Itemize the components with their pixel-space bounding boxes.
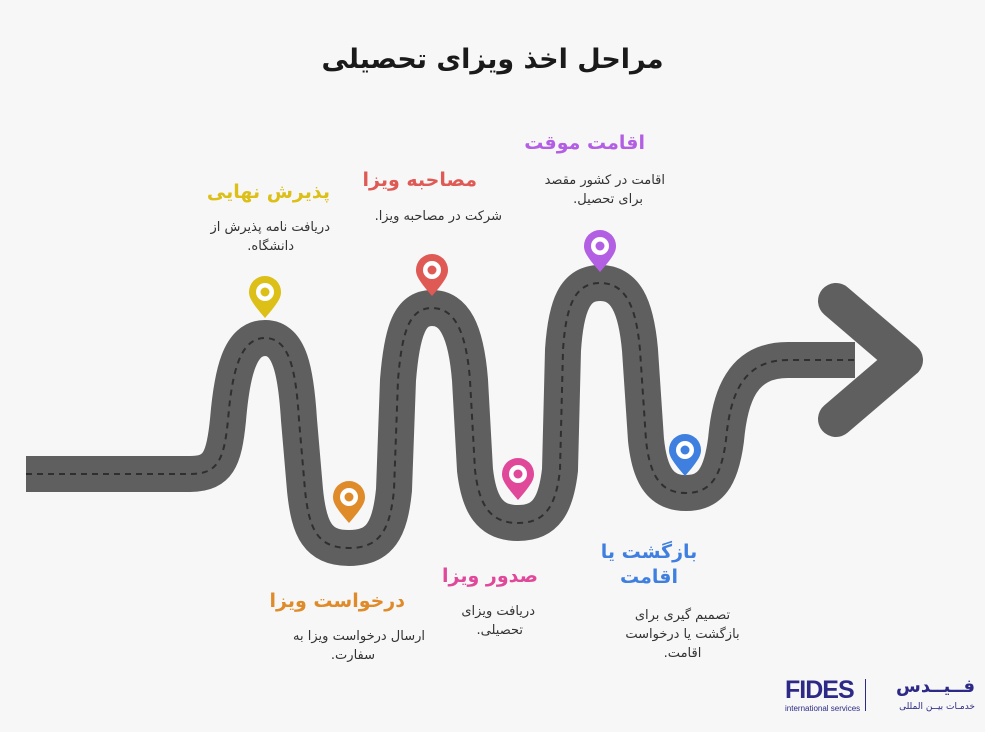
road-center-line [26,281,855,550]
road-path [26,265,855,566]
step-desc-visa-interview: شرکت در مصاحبه ویزا. [374,209,502,224]
page-title: مراحل اخذ ویزای تحصیلی [321,44,664,75]
step-label-temporary-residence: اقامت موقت [524,132,645,154]
location-pin-icon-step4 [502,458,534,500]
step-label-final-admission: پذیرش نهایی [206,181,330,203]
logo-fa-subtitle: خدمـات بیــن المللی [899,702,975,712]
logo-divider [865,679,866,711]
location-pin-icon-step5 [584,230,616,272]
logo-fa-text: فــیــدس [896,676,975,697]
location-pin-icon-step3 [416,254,448,296]
fides-logo: FIDES international services فــیــدس خد… [785,676,975,716]
logo-en-text: FIDES [785,676,855,704]
location-pin-icon-step1 [249,276,281,318]
logo-en-subtitle: international services [785,704,861,713]
location-pin-icon-step2 [333,481,365,523]
step-label-visa-application: درخواست ویزا [269,590,406,612]
step-label-visa-issuance: صدور ویزا [442,565,538,587]
road-arrow-head [818,283,923,437]
step-label-visa-interview: مصاحبه ویزا [362,169,477,191]
location-pin-icon-step6 [669,434,701,476]
